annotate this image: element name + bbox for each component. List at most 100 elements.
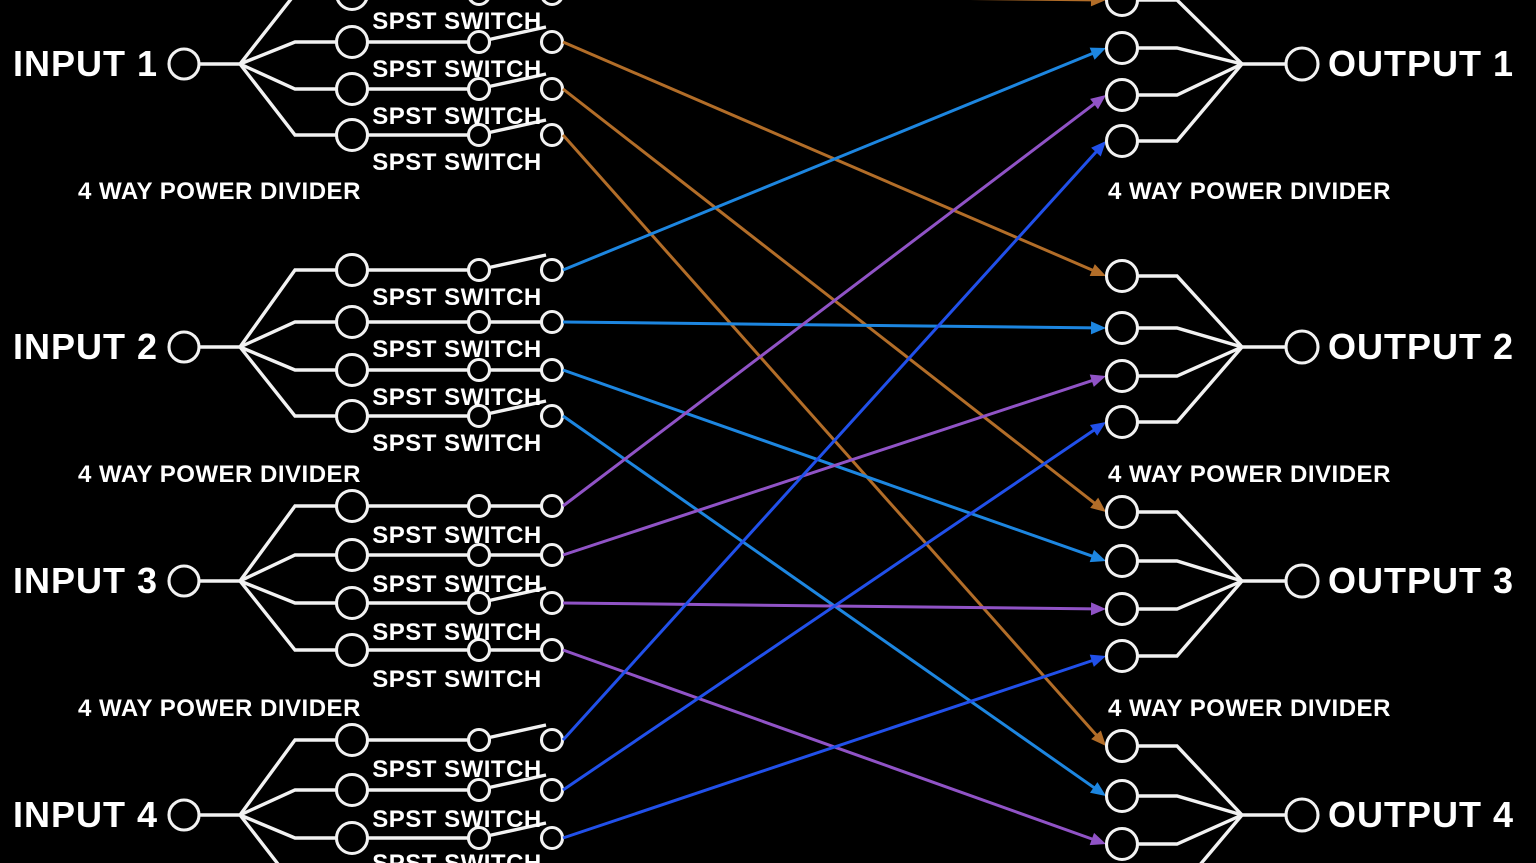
route-line-input-4-to-output-2	[562, 428, 1097, 792]
divider-branch	[238, 62, 337, 137]
divider-branch	[239, 788, 337, 817]
divider-branch	[239, 553, 337, 583]
divider-branch	[239, 320, 337, 349]
divider-branch	[238, 345, 337, 418]
spst-switch-label: SPST SWITCH	[372, 666, 542, 693]
spst-switch-label: SPST SWITCH	[372, 430, 542, 457]
switch-pole-circle	[466, 777, 492, 803]
switch-throw-circle	[541, 0, 563, 7]
switch-pole-circle	[468, 0, 490, 7]
divider-branch	[238, 0, 293, 66]
switch-throw-circle	[539, 403, 565, 429]
output-3-label: OUTPUT 3	[1328, 560, 1515, 601]
switch-throw-circle	[539, 309, 565, 335]
combiner-branch	[1137, 510, 1244, 583]
divider-port-circle	[334, 488, 370, 524]
switch-pole-circle	[466, 257, 492, 283]
divider-port-circle	[334, 24, 370, 60]
combiner-port-circle	[1104, 310, 1140, 346]
divider-branch	[238, 579, 337, 652]
divider-port-circle	[334, 252, 370, 288]
divider-branch	[239, 40, 337, 66]
route-arrowhead	[1089, 549, 1106, 563]
spst-switch-label: SPST SWITCH	[372, 336, 542, 363]
switch-arm-open	[486, 773, 547, 790]
power-divider-label-input-3: 4 WAY POWER DIVIDER	[78, 695, 361, 722]
combiner-port-circle	[1104, 591, 1140, 627]
divider-port-circle	[334, 820, 370, 856]
input-2-label: INPUT 2	[12, 326, 158, 367]
route-arrowhead	[1090, 0, 1106, 7]
route-line-input-3-to-output-2	[562, 378, 1095, 557]
power-divider-label-input-1: 4 WAY POWER DIVIDER	[78, 178, 361, 205]
switch-throw-circle	[539, 727, 565, 753]
combiner-branch	[1137, 274, 1244, 349]
switch-arm-open	[486, 821, 547, 838]
route-line-input-1-to-output-3	[562, 87, 1097, 506]
switch-throw-circle	[539, 122, 565, 148]
spst-switch-label: SPST SWITCH	[372, 149, 542, 176]
route-line-input-3-to-output-1	[562, 101, 1097, 508]
route-arrowhead	[1089, 832, 1106, 846]
spst-switch-label: SPST SWITCH	[372, 619, 542, 646]
route-line-input-2-to-output-1	[562, 51, 1095, 272]
switch-pole-circle	[466, 825, 492, 851]
route-arrowhead	[1089, 374, 1106, 387]
spst-switch-label: SPST SWITCH	[372, 284, 542, 311]
switch-throw-circle	[539, 76, 565, 102]
combiner-port-circle	[1104, 826, 1140, 862]
route-line-input-4-to-output-1	[561, 149, 1099, 742]
combiner-branch	[1137, 744, 1244, 817]
switch-arm-open	[486, 399, 547, 416]
output-4-label: OUTPUT 4	[1328, 794, 1515, 835]
divider-branch	[238, 504, 337, 583]
combiner-branch	[1137, 0, 1244, 66]
route-arrowhead	[1089, 654, 1106, 667]
switch-pole-circle	[466, 403, 492, 429]
switch-pole-circle	[466, 309, 492, 335]
switch-throw-circle	[539, 257, 565, 283]
input-3-node-circle	[167, 564, 201, 598]
route-arrowhead	[1089, 422, 1106, 436]
combiner-port-circle	[1104, 77, 1140, 113]
power-divider-label-output-1: 4 WAY POWER DIVIDER	[1108, 178, 1391, 205]
combiner-branch	[1137, 62, 1244, 143]
divider-branch	[238, 738, 337, 817]
route-arrowhead	[1089, 47, 1106, 60]
combiner-branch	[1137, 345, 1244, 424]
switch-arm-open	[486, 253, 547, 270]
divider-port-circle	[334, 537, 370, 573]
divider-branch	[238, 813, 280, 863]
combiner-branch	[1137, 62, 1243, 97]
spst-switch-label: SPST SWITCH	[372, 806, 542, 833]
switch-arm-open	[486, 586, 547, 603]
divider-port-circle	[336, 0, 368, 12]
divider-port-circle	[334, 772, 370, 808]
output-2-label: OUTPUT 2	[1328, 326, 1515, 367]
route-arrowhead	[1089, 264, 1106, 277]
combiner-port-circle	[1104, 778, 1140, 814]
divider-port-circle	[334, 632, 370, 668]
output-3-node-circle	[1284, 563, 1320, 599]
output-1-node-circle	[1284, 46, 1320, 82]
combiner-port-circle	[1104, 404, 1140, 440]
spst-switch-label: SPST SWITCH	[372, 522, 542, 549]
route-arrowhead	[1091, 141, 1106, 157]
spst-switch-label: SPST SWITCH	[357, 852, 557, 863]
spst-switch-label: SPST SWITCH	[372, 103, 542, 130]
combiner-port-circle	[1104, 638, 1140, 674]
switch-pole-circle	[466, 727, 492, 753]
route-line-input-1-to-output-2	[562, 40, 1095, 273]
switch-throw-circle	[539, 493, 565, 519]
divider-branch	[239, 62, 337, 91]
divider-branch	[239, 813, 337, 840]
combiner-port-circle	[1104, 30, 1140, 66]
divider-branch	[239, 579, 337, 605]
route-line-input-2-to-output-2	[562, 320, 1094, 330]
power-divider-label-output-3: 4 WAY POWER DIVIDER	[1108, 695, 1391, 722]
combiner-branch	[1137, 579, 1243, 611]
divider-port-circle	[334, 71, 370, 107]
divider-branch	[238, 268, 337, 348]
